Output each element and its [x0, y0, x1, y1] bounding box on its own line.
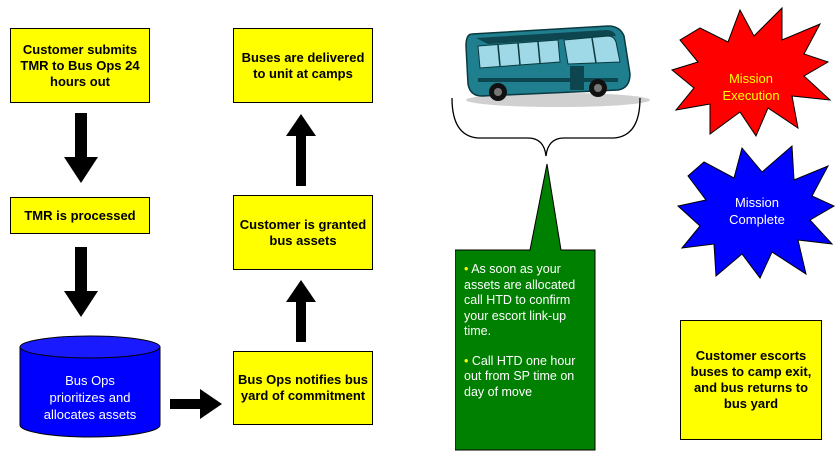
box-buses-delivered: Buses are delivered to unit at camps: [233, 28, 373, 103]
callout-bullet-1: • As soon as your assets are allocated c…: [464, 262, 576, 338]
arrow-right: [170, 389, 222, 419]
callout-text: • As soon as your assets are allocated c…: [458, 258, 594, 448]
callout-bullet-2: • Call HTD one hour out from SP time on …: [464, 353, 576, 399]
bus-icon: [465, 25, 650, 107]
mission-complete-label: Mission Complete: [729, 195, 785, 227]
arrow-down-2: [64, 247, 98, 317]
arrow-up-1: [286, 280, 316, 342]
box-tmr-processed: TMR is processed: [10, 197, 150, 234]
mission-execution-star: [670, 6, 832, 138]
curly-brace: [451, 97, 641, 157]
arrow-down-1: [64, 113, 98, 183]
box-customer-submits: Customer submits TMR to Bus Ops 24 hours…: [10, 28, 150, 103]
box-customer-granted: Customer is granted bus assets: [233, 195, 373, 270]
box-customer-escorts: Customer escorts buses to camp exit, and…: [680, 320, 822, 440]
arrow-up-2: [286, 114, 316, 186]
box-bus-ops-notifies: Bus Ops notifies bus yard of commitment: [233, 351, 373, 425]
mission-execution-label: Mission Execution: [722, 71, 780, 103]
mission-complete-star: [676, 144, 836, 279]
database-cylinder: [19, 335, 161, 438]
database-label: Bus Ops prioritizes and allocates assets: [43, 373, 137, 422]
